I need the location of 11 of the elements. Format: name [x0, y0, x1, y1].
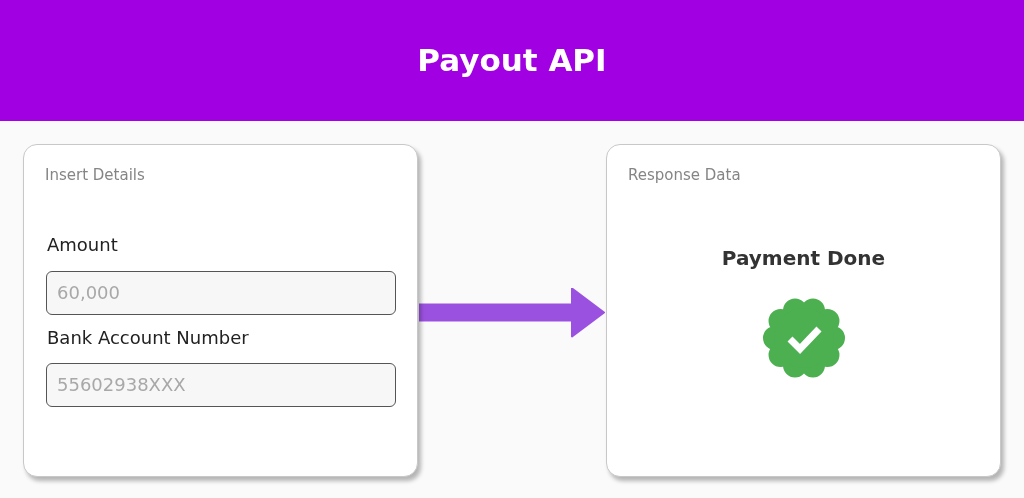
- arrow: [419, 287, 605, 338]
- form-card: [23, 144, 418, 477]
- card-heading: Insert Details: [45, 166, 145, 184]
- input-field: 55602938XXX: [46, 363, 396, 407]
- status-text: Payment Done: [721, 246, 886, 270]
- title: Payout API: [417, 41, 607, 80]
- response-card: [606, 144, 1001, 477]
- field-label: Bank Account Number: [47, 327, 249, 349]
- card-heading: Response Data: [628, 166, 741, 184]
- input-field: 60,000: [46, 271, 396, 315]
- field-label: Amount: [47, 234, 118, 256]
